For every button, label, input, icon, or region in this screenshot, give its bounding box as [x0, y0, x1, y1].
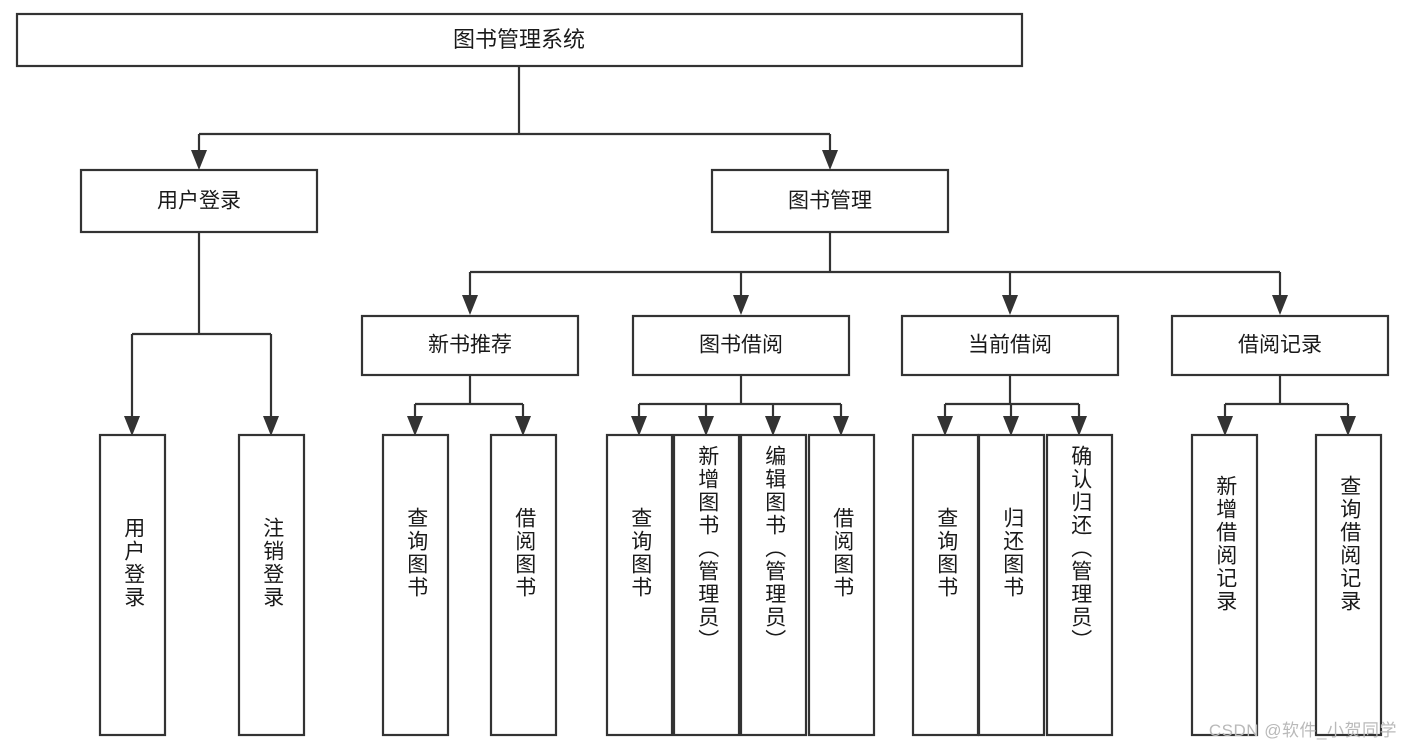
edges-book-mgmt-to-level2: [462, 232, 1288, 315]
leaf-box-borrow-book[interactable]: [807, 433, 876, 737]
arrow-book-mgmt-current: [1002, 295, 1018, 315]
node-borrow-records-label: 借阅记录: [1238, 334, 1322, 357]
leaf-box-add-borrow-record[interactable]: [1190, 433, 1259, 737]
node-current-borrow-label: 当前借阅: [968, 334, 1052, 357]
leaf-box-borrow-books-rec[interactable]: [489, 433, 558, 737]
arrow-current-borrow-leaf1: [937, 416, 953, 436]
node-root-system-label: 图书管理系统: [453, 27, 585, 52]
node-root-system[interactable]: 图书管理系统: [15, 12, 1024, 68]
node-current-borrow[interactable]: 当前借阅: [900, 314, 1120, 377]
edges-book-borrow-to-leaves: [631, 375, 849, 436]
arrow-root-to-user-login: [191, 150, 207, 170]
node-borrow-records-box: [1170, 314, 1390, 377]
arrow-book-borrow-leaf3: [765, 416, 781, 436]
edges-current-borrow-to-leaves: [937, 375, 1087, 436]
edges-new-books-to-leaves: [407, 375, 531, 436]
csdn-watermark: CSDN @软件_小贺同学: [1208, 721, 1397, 740]
node-book-management-box: [710, 168, 950, 234]
leaf-box-edit-book-admin[interactable]: [739, 433, 808, 737]
node-book-borrow[interactable]: 图书借阅: [631, 314, 851, 377]
leaf-box-query-books-rec[interactable]: [381, 433, 450, 737]
node-book-borrow-box: [631, 314, 851, 377]
node-book-borrow-label: 图书借阅: [699, 334, 783, 357]
leaf-box-user-login[interactable]: [98, 433, 167, 737]
leaf-box-query-books-current[interactable]: [911, 433, 980, 737]
node-borrow-records[interactable]: 借阅记录: [1170, 314, 1390, 377]
node-new-book-recommend-box: [360, 314, 580, 377]
arrow-user-login-leaf1: [124, 416, 140, 436]
arrow-current-borrow-leaf3: [1071, 416, 1087, 436]
leaf-box-query-books-borrow[interactable]: [605, 433, 674, 737]
node-new-book-recommend-label: 新书推荐: [428, 334, 512, 357]
leaf-box-confirm-return-admin[interactable]: [1045, 433, 1114, 737]
arrow-new-books-leaf2: [515, 416, 531, 436]
arrow-book-borrow-leaf4: [833, 416, 849, 436]
edges-user-login-to-leaves: [124, 232, 279, 436]
arrow-book-borrow-leaf2: [698, 416, 714, 436]
leaf-box-return-book[interactable]: [977, 433, 1046, 737]
arrow-root-to-book-mgmt: [822, 150, 838, 170]
arrow-borrow-records-leaf2: [1340, 416, 1356, 436]
arrow-book-mgmt-new-books: [462, 295, 478, 315]
leaf-box-add-book-admin[interactable]: [672, 433, 741, 737]
leaf-boxes: [98, 433, 1383, 737]
node-user-login-label: 用户登录: [157, 190, 241, 213]
arrow-user-login-leaf2: [263, 416, 279, 436]
arrow-borrow-records-leaf1: [1217, 416, 1233, 436]
arrow-book-borrow-leaf1: [631, 416, 647, 436]
node-new-book-recommend[interactable]: 新书推荐: [360, 314, 580, 377]
arrow-current-borrow-leaf2: [1003, 416, 1019, 436]
node-book-management-label: 图书管理: [788, 190, 872, 213]
node-book-management[interactable]: 图书管理: [710, 168, 950, 234]
node-root-system-box: [15, 12, 1024, 68]
leaf-box-query-borrow-record[interactable]: [1314, 433, 1383, 737]
arrow-new-books-leaf1: [407, 416, 423, 436]
node-current-borrow-box: [900, 314, 1120, 377]
edges-borrow-records-to-leaves: [1217, 375, 1356, 436]
arrow-book-mgmt-borrow: [733, 295, 749, 315]
arrow-book-mgmt-records: [1272, 295, 1288, 315]
leaf-box-logout[interactable]: [237, 433, 306, 737]
node-user-login-box: [79, 168, 319, 234]
edges-root-to-level1: [191, 66, 838, 170]
node-user-login[interactable]: 用户登录: [79, 168, 319, 234]
